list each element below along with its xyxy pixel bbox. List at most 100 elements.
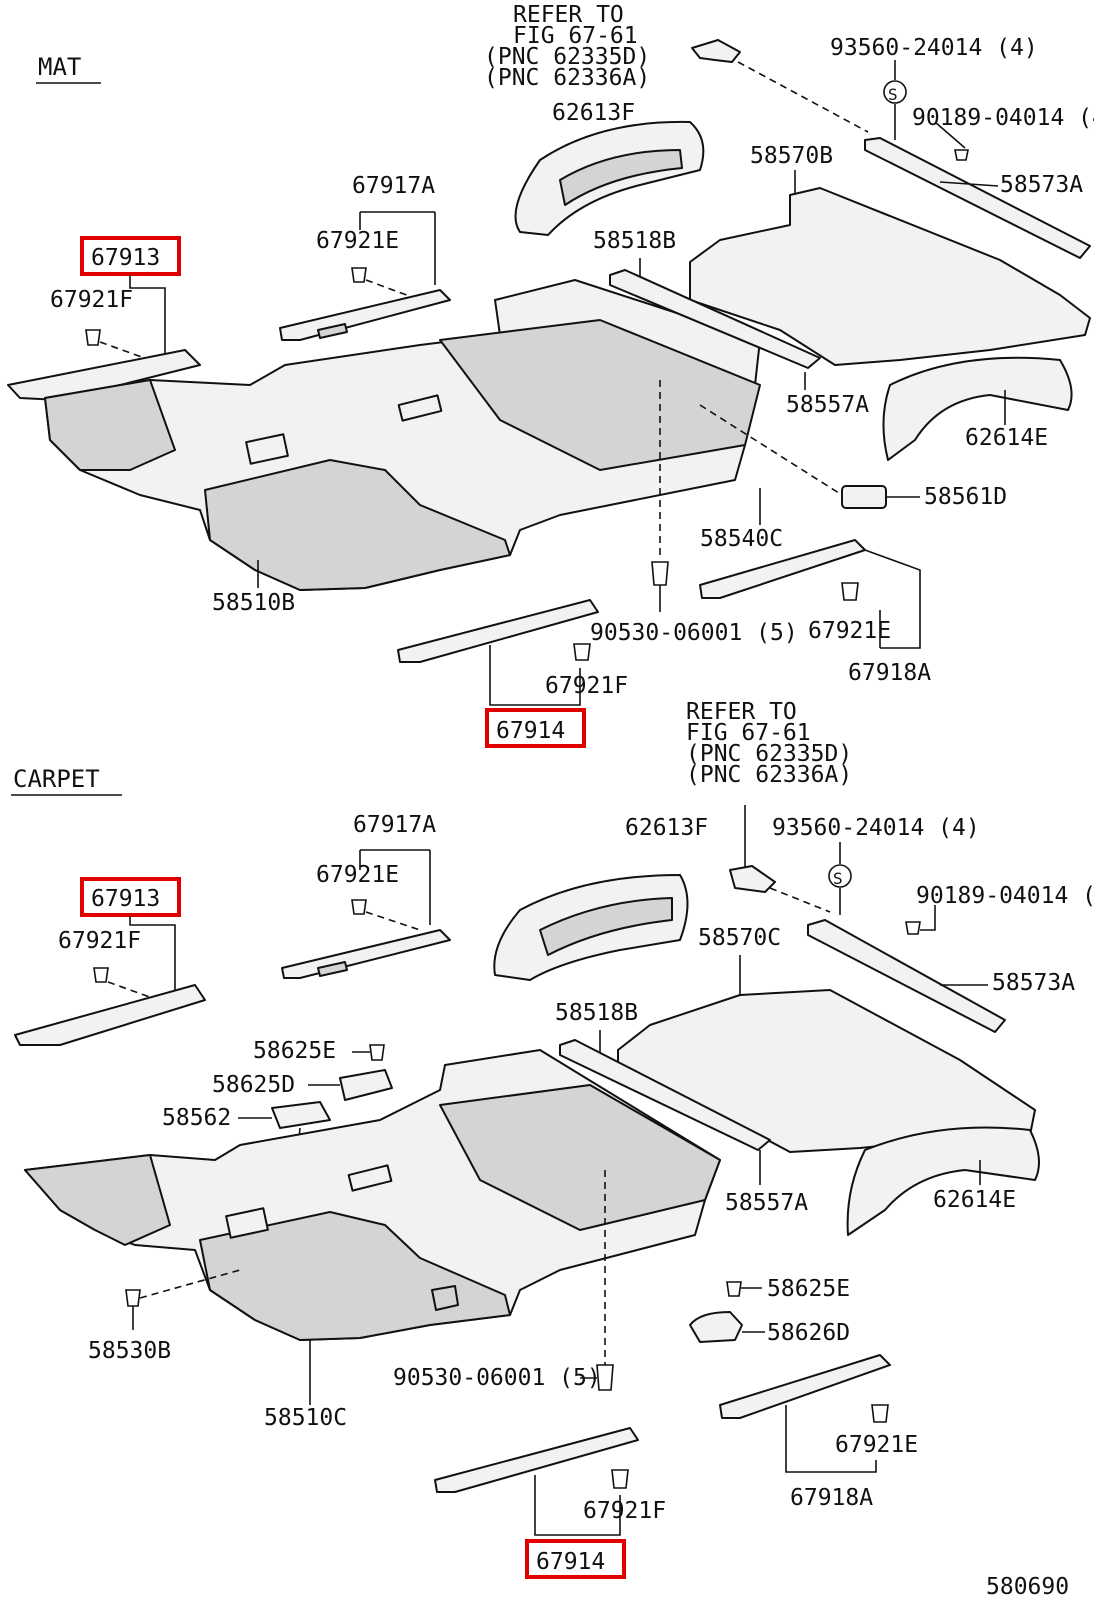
carpet-67917A-detail <box>317 961 348 977</box>
leader-dash <box>365 911 421 931</box>
carpet-58625D-part <box>339 1069 393 1101</box>
clip-icon <box>351 899 367 915</box>
refer-line-4: (PNC 62336A) <box>686 762 852 788</box>
label-58562: 58562 <box>162 1105 231 1131</box>
label-58573A: 58573A <box>992 970 1075 996</box>
leader <box>129 916 176 990</box>
label-62614E: 62614E <box>965 425 1048 451</box>
label-67921F-bottom: 67921F <box>545 673 628 699</box>
leader <box>934 121 966 149</box>
mat-67914-part <box>397 599 599 663</box>
bracket-leader <box>785 1405 877 1473</box>
carpet-62614E-part <box>846 1126 1040 1236</box>
label-93560-24014: 93560-24014 (4) <box>830 35 1038 61</box>
mat-62613F-detail <box>559 149 683 206</box>
label-58625D: 58625D <box>212 1072 295 1098</box>
label-58625E-right: 58625E <box>767 1276 850 1302</box>
label-58510C: 58510C <box>264 1405 347 1431</box>
mat-67917A-detail <box>317 323 348 339</box>
leader-dash <box>769 887 831 913</box>
label-58518B: 58518B <box>555 1000 638 1026</box>
leader-dash <box>107 981 159 1001</box>
carpet-67913-part <box>14 984 206 1046</box>
mat-58510B-left-panel <box>44 379 176 471</box>
label-58626D: 58626D <box>767 1320 850 1346</box>
label-58540C: 58540C <box>700 526 783 552</box>
label-67913: 67913 <box>91 245 160 271</box>
label-67921E-right: 67921E <box>835 1432 918 1458</box>
carpet-58518B-strip <box>559 1039 771 1151</box>
screw-icon <box>905 921 921 935</box>
clip-icon <box>573 643 591 661</box>
label-67917A: 67917A <box>352 173 435 199</box>
label-67921F: 67921F <box>58 928 141 954</box>
mat-67917A-part <box>279 289 451 341</box>
label-67921E: 67921E <box>316 862 399 888</box>
clip-icon <box>841 582 859 601</box>
label-67914: 67914 <box>536 1549 605 1575</box>
label-62613F: 62613F <box>552 100 635 126</box>
label-67917A: 67917A <box>353 812 436 838</box>
label-58510B: 58510B <box>212 590 295 616</box>
label-67921F-bottom: 67921F <box>583 1498 666 1524</box>
clip-icon <box>726 1281 742 1297</box>
bracket-leader <box>534 1475 621 1536</box>
label-58557A: 58557A <box>725 1190 808 1216</box>
leader-dash <box>99 341 151 361</box>
label-93560-24014: 93560-24014 (4) <box>772 815 980 841</box>
leader <box>920 905 936 931</box>
label-90530-06001: 90530-06001 (5) <box>393 1365 601 1391</box>
label-90530-06001: 90530-06001 (5) <box>590 620 798 646</box>
carpet-hole <box>225 1207 269 1239</box>
mat-58510B-center-panel <box>439 319 761 471</box>
section-title-mat: MAT <box>38 53 81 81</box>
refer-line-1: REFER TO <box>686 699 797 725</box>
label-67918A: 67918A <box>848 660 931 686</box>
carpet-bracket-part <box>729 865 776 893</box>
label-58530B: 58530B <box>88 1338 171 1364</box>
label-58625E: 58625E <box>253 1038 336 1064</box>
mat-hole <box>397 394 443 422</box>
highlight-67914-mat <box>485 708 586 748</box>
label-58557A: 58557A <box>786 392 869 418</box>
carpet-clip-mount <box>431 1285 459 1311</box>
carpet-58510C-center-panel <box>439 1084 721 1231</box>
highlight-67913-carpet <box>80 877 181 917</box>
leader-dash <box>365 279 421 301</box>
label-58570C: 58570C <box>698 925 781 951</box>
carpet-section: CARPET REFER TO FIG 67-61 (PNC 62335D) (… <box>11 699 1094 1579</box>
refer-line-2: FIG 67-61 <box>686 720 811 746</box>
screw-icon <box>954 149 969 161</box>
carpet-67918A-part <box>719 1354 891 1419</box>
bracket-leader <box>359 211 436 285</box>
mat-58518B-strip <box>609 269 821 369</box>
carpet-58573A-part <box>807 919 1006 1033</box>
carpet-58510C-left-panel <box>24 1154 171 1246</box>
s-mark-icon <box>883 80 907 104</box>
refer-line-1: REFER TO <box>513 2 624 28</box>
label-90189-04014: 90189-04014 (4) <box>912 105 1094 131</box>
mat-bracket-part <box>691 39 741 63</box>
clip-icon <box>611 1469 629 1489</box>
clip-icon <box>596 1364 614 1391</box>
label-67914: 67914 <box>496 718 565 744</box>
mat-hole <box>245 433 289 465</box>
mat-62614E-part <box>882 356 1073 461</box>
label-62614E: 62614E <box>933 1187 1016 1213</box>
mat-58573A-part <box>864 137 1091 259</box>
clip-icon <box>93 967 109 983</box>
label-67921E-right: 67921E <box>808 618 891 644</box>
carpet-58562-part <box>271 1101 331 1129</box>
mat-58570B-part <box>689 187 1091 366</box>
mat-section: MAT REFER TO FIG 67-61 (PNC 62335D) (PNC… <box>7 2 1094 748</box>
figure-code: 580690 <box>986 1574 1069 1600</box>
leader-dash <box>699 404 843 496</box>
carpet-58510C-front-panel <box>199 1211 511 1341</box>
refer-note-carpet: REFER TO FIG 67-61 (PNC 62335D) (PNC 623… <box>686 699 852 788</box>
label-67918A: 67918A <box>790 1485 873 1511</box>
clip-icon <box>369 1044 385 1061</box>
refer-line-3: (PNC 62335D) <box>484 44 650 70</box>
label-58518B: 58518B <box>593 228 676 254</box>
carpet-67914-part <box>434 1427 639 1493</box>
